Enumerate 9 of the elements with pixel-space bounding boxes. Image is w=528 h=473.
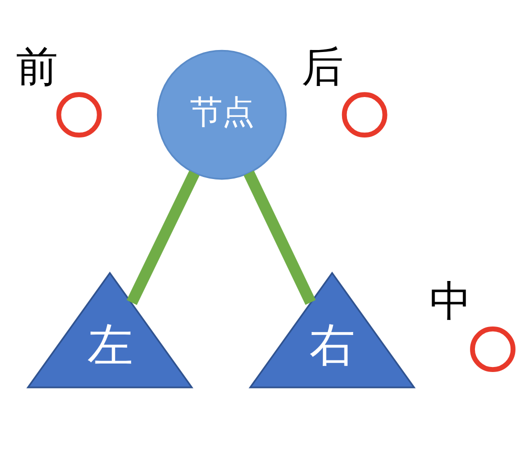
connector bbox=[126, 170, 200, 305]
node-circle bbox=[342, 92, 388, 138]
node-circle: 节点 bbox=[156, 50, 287, 180]
node-label: 前 bbox=[16, 42, 58, 92]
node-label: 后 bbox=[301, 42, 344, 92]
node-circle bbox=[470, 326, 516, 372]
connector bbox=[244, 170, 316, 305]
node-circle bbox=[56, 92, 102, 138]
node-label: 中 bbox=[430, 276, 472, 326]
